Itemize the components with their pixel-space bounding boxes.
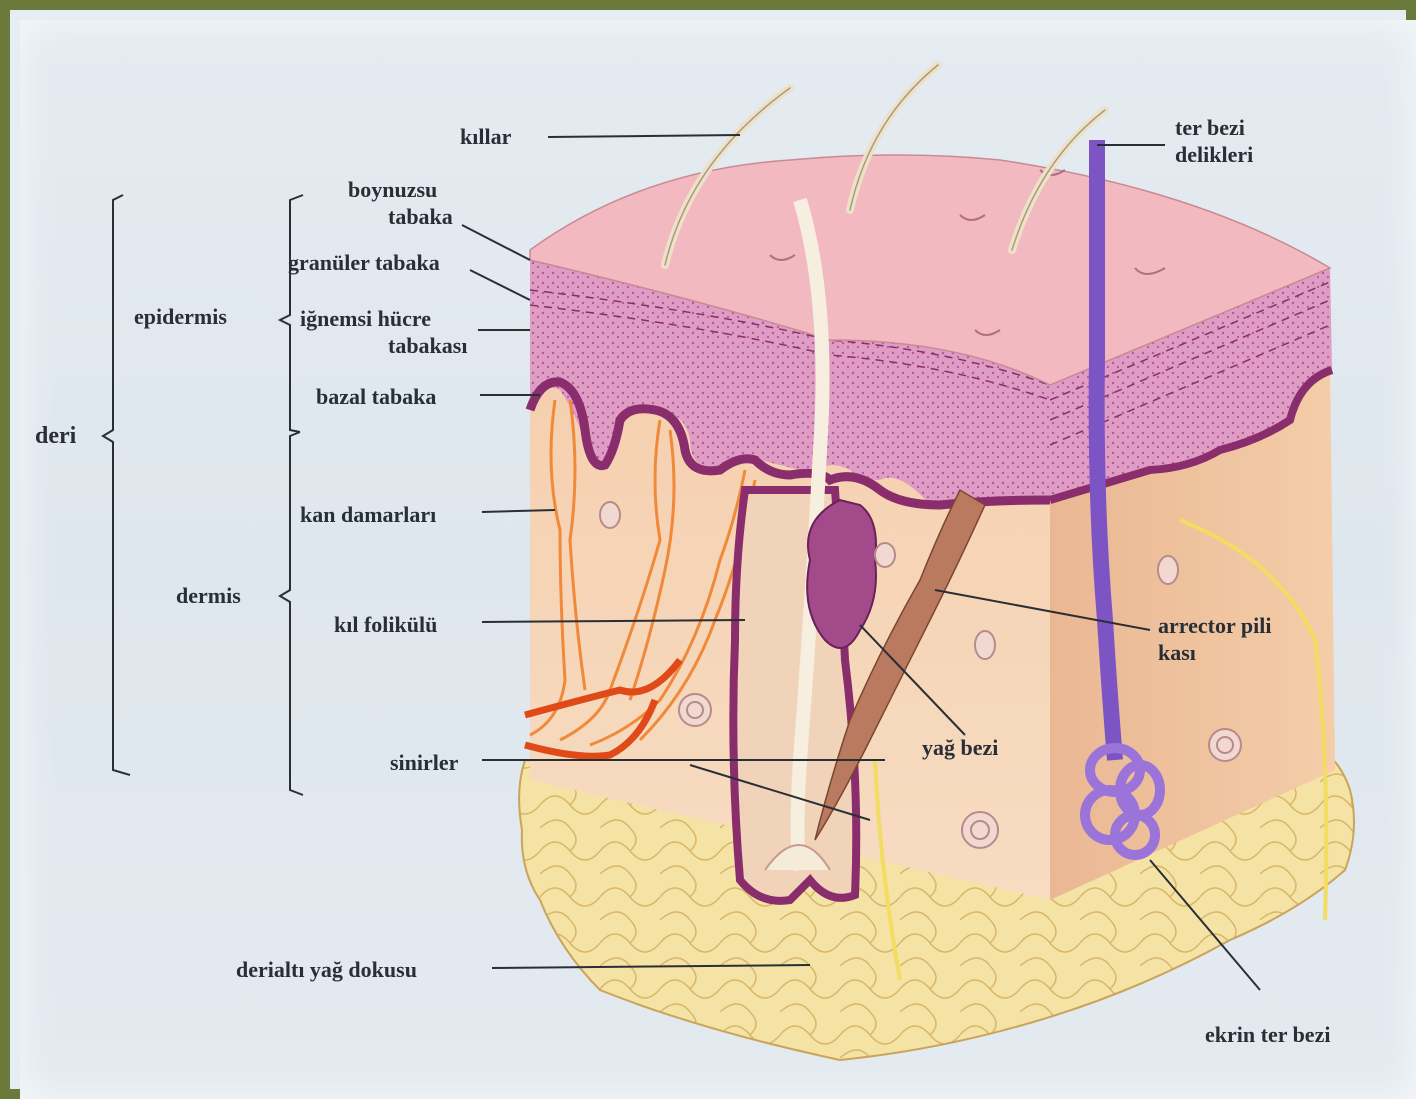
label-derialti-yag-dokusu: derialtı yağ dokusu [236, 957, 417, 982]
label-sinirler: sinirler [390, 750, 459, 775]
label-granuler-tabaka: granüler tabaka [288, 250, 440, 275]
label-kan-damarlari: kan damarları [300, 502, 436, 527]
dermis-bracket [280, 432, 303, 795]
label-ter-bezi-delikleri-line1: ter bezi [1175, 115, 1245, 140]
label-ignemsi-line1: iğnemsi hücre [300, 306, 431, 331]
label-boynuzsu-line1: boynuzsu [348, 177, 437, 202]
label-ekrin-ter-bezi: ekrin ter bezi [1205, 1022, 1330, 1047]
label-deri: deri [35, 423, 77, 449]
label-killar: kıllar [460, 124, 512, 149]
label-ignemsi-line2: tabakası [388, 333, 467, 358]
label-dermis: dermis [176, 583, 241, 608]
label-arrector-pili-line2: kası [1158, 640, 1196, 665]
label-ter-bezi-delikleri-line2: delikleri [1175, 142, 1253, 167]
label-yag-bezi: yağ bezi [922, 735, 998, 760]
label-epidermis: epidermis [134, 304, 227, 329]
label-bazal-tabaka: bazal tabaka [316, 384, 436, 409]
label-boynuzsu-line2: tabaka [388, 204, 453, 229]
label-kil-folikulu: kıl folikülü [334, 612, 437, 637]
label-arrector-pili-line1: arrector pili [1158, 613, 1271, 638]
deri-bracket [103, 195, 130, 775]
